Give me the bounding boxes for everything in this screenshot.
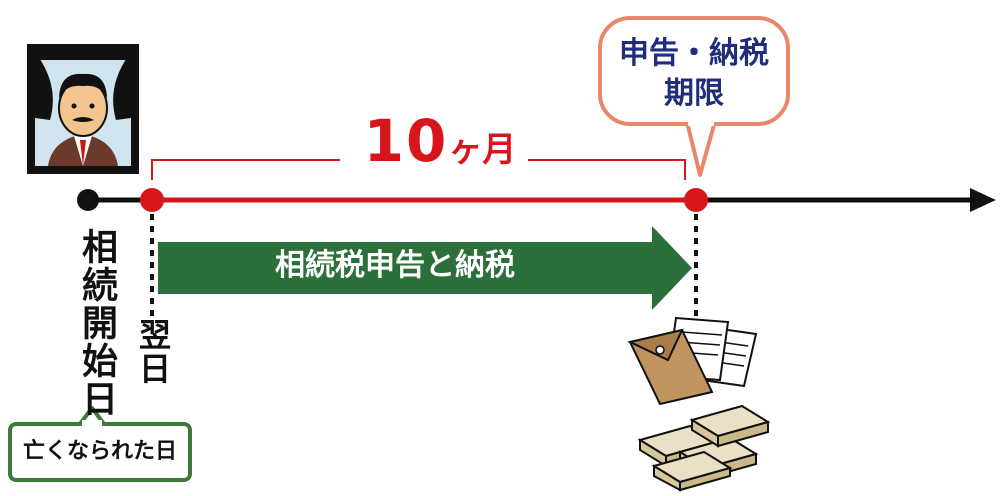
deadline-label-line1: 申告・納税 (619, 36, 769, 71)
note-pointer-cover (82, 420, 102, 430)
envelope-documents-icon (626, 316, 758, 406)
filing-arrow (158, 226, 692, 310)
period-unit: ヶ月 (448, 130, 517, 170)
period-label: 10ヶ月 (340, 112, 540, 170)
deadline-bubble-tail-cover (688, 114, 714, 126)
deadline-label-line2: 期限 (664, 76, 724, 111)
next-day-label: 翌日 (134, 318, 172, 386)
deadline-label: 申告・納税 期限 (598, 34, 790, 114)
deadline-dot (684, 188, 708, 212)
next-day-dot (140, 188, 164, 212)
deadline-bubble (598, 16, 790, 126)
money-stack-icon (637, 404, 771, 492)
period-bracket-left (151, 159, 340, 180)
note-label: 亡くなられた日 (22, 439, 177, 464)
period-bracket-right (528, 159, 686, 180)
start-date-label: 相続開始日 (76, 228, 117, 418)
timeline-arrowhead (970, 188, 996, 212)
start-dot (77, 189, 99, 211)
period-number: 10 (363, 107, 449, 175)
portrait-icon (27, 44, 139, 174)
note-box (8, 422, 192, 482)
filing-arrow-label: 相続税申告と納税 (275, 248, 515, 283)
